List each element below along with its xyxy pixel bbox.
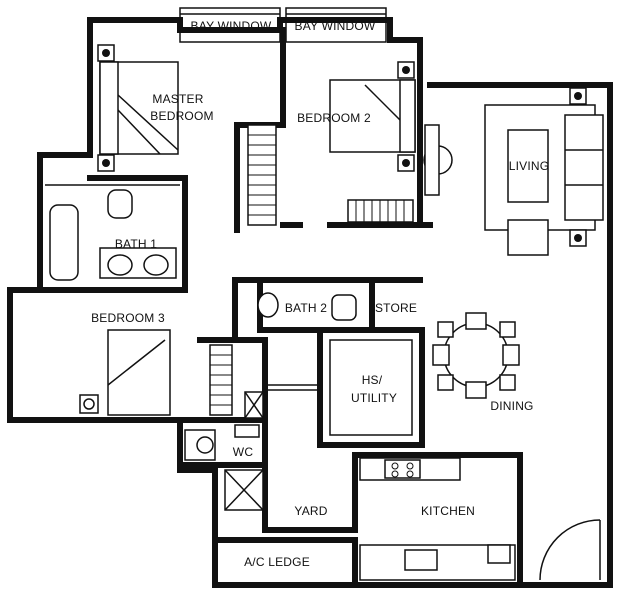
bay-window-frames [179,7,387,43]
label-bedroom-3: BEDROOM 3 [91,311,165,325]
label-hs-utility-2: UTILITY [351,391,397,405]
label-wc: WC [233,445,254,459]
label-ac-ledge: A/C LEDGE [244,555,310,569]
label-hs-utility-1: HS/ [362,373,383,387]
bedroom3-bed [79,329,264,419]
bath1-fixtures [45,184,180,281]
dining-set [432,312,520,399]
label-store: STORE [375,301,417,315]
bedroom2-bed [329,61,453,196]
wc-fixtures [184,424,260,461]
label-bedroom-2: BEDROOM 2 [297,111,371,125]
label-living: LIVING [509,159,550,173]
label-master-bedroom-1: MASTER [152,92,203,106]
label-bath-2: BATH 2 [285,301,327,315]
label-yard: YARD [294,504,327,518]
room-labels: BAY WINDOW BAY WINDOW MASTER BEDROOM BED… [91,19,549,569]
living-furniture [484,87,604,256]
master-bed [97,44,179,172]
label-bay-window-2: BAY WINDOW [295,19,376,33]
label-bay-window-1: BAY WINDOW [191,19,272,33]
label-kitchen: KITCHEN [421,504,475,518]
label-master-bedroom-2: BEDROOM [150,109,213,123]
label-dining: DINING [490,399,533,413]
yard-fixtures [224,384,320,511]
wardrobe-bedroom2 [347,199,414,223]
label-bath-1: BATH 1 [115,237,157,251]
wardrobe-master [247,124,277,226]
bath2-fixtures [257,292,357,321]
kitchen-fixtures [359,457,516,581]
interior-walls [7,27,601,588]
